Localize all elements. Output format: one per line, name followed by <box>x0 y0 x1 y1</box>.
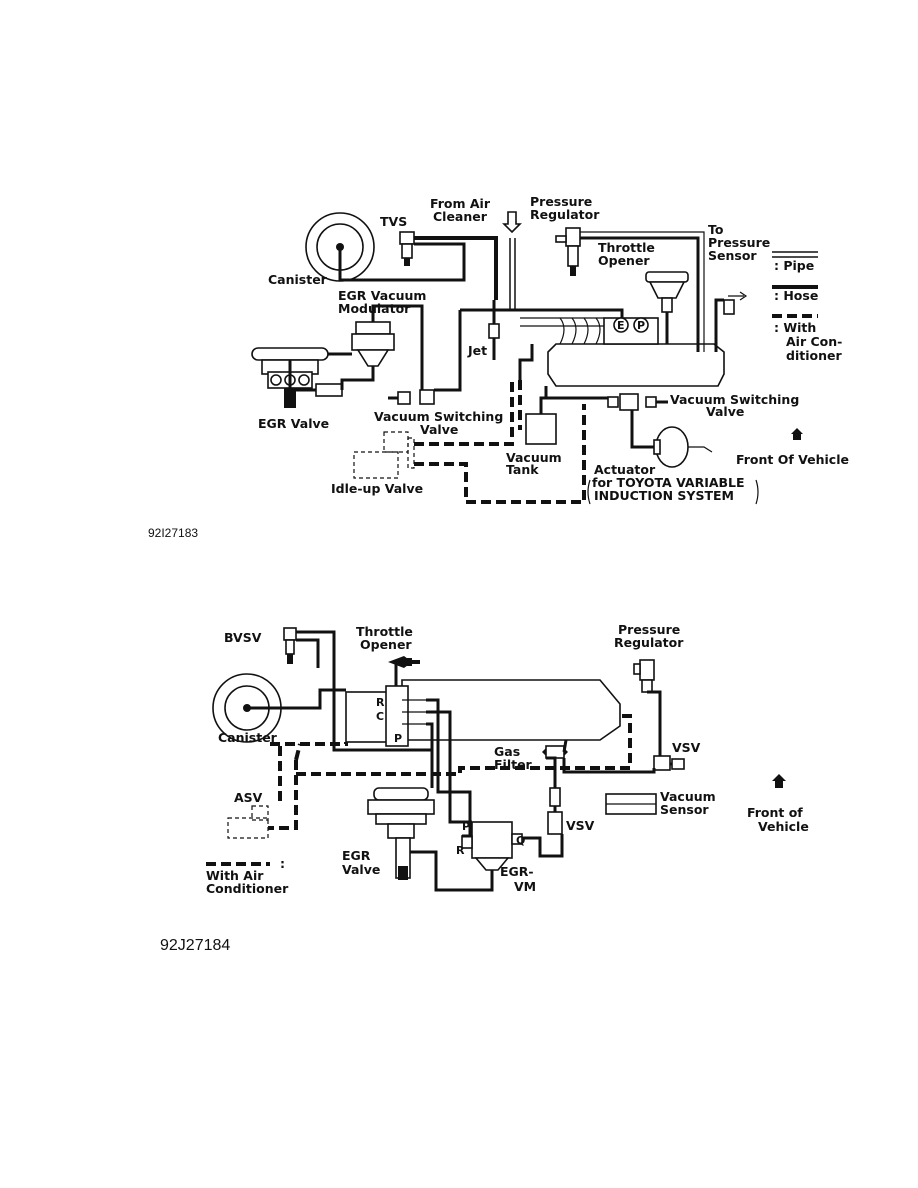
throttle-opener-label-1: Throttle <box>598 240 655 255</box>
throttle-opener2-label-2: Opener <box>360 637 412 652</box>
port-p-label-2: P <box>394 732 402 745</box>
egr-vm-2: P Q R <box>456 820 525 871</box>
pressure-regulator-label-2: Regulator <box>530 207 600 222</box>
tvs-component <box>399 231 415 266</box>
legend-ac-label-3: ditioner <box>786 348 842 363</box>
egr-vm-label-2: Modulator <box>338 301 411 316</box>
to-pressure-sensor-label-3: Sensor <box>708 248 757 263</box>
gas-filter-label-1: Gas <box>494 744 520 759</box>
port-p-label: P <box>637 319 645 332</box>
pressure-regulator2-label-2: Regulator <box>614 635 684 650</box>
jet-label: Jet <box>467 343 487 358</box>
filter-component-1 <box>315 383 343 397</box>
from-air-label-1: From Air <box>430 196 491 211</box>
hose-arrow-icon <box>728 291 748 301</box>
throttle-opener-1 <box>645 271 689 313</box>
bvsv-component <box>283 627 297 664</box>
egr-valve2-label-1: EGR <box>342 848 371 863</box>
legend-1: : Pipe : Hose : With Air Con- ditioner <box>772 251 842 363</box>
egr-vm2-label-1: EGR- <box>500 864 534 879</box>
vacuum-tank-1 <box>525 413 557 445</box>
pressure-regulator-2 <box>633 659 655 693</box>
canister2-label: Canister <box>218 730 278 745</box>
diagram-2-code: 92J27184 <box>160 937 230 954</box>
vacuum-sensor-label-1: Vacuum <box>660 789 716 804</box>
front-of-vehicle2-label-1: Front of <box>747 805 803 820</box>
vsv-right2-label: VSV <box>672 740 701 755</box>
pressure-regulator-1 <box>555 227 581 276</box>
intake-manifold-1: E P <box>520 317 725 387</box>
vsv-center-label: VSV <box>566 818 595 833</box>
vacuum-tank-label-1: Vacuum <box>506 450 562 465</box>
legend-hose-label: : Hose <box>774 288 818 303</box>
vsv-left-label-1: Vacuum Switching <box>374 409 503 424</box>
from-air-label-2: Cleaner <box>433 209 488 224</box>
front-arrow-icon <box>791 428 803 440</box>
egr-vacuum-modulator-1 <box>351 321 395 367</box>
asv-label: ASV <box>234 790 263 805</box>
egr-vm-label-1: EGR Vacuum <box>338 288 426 303</box>
throttle-opener2-label-1: Throttle <box>356 624 413 639</box>
actuator-1 <box>653 426 713 468</box>
port-c-label: C <box>376 710 384 723</box>
to-pressure-sensor-label-2: Pressure <box>708 235 770 250</box>
vsv-right-label-2: Valve <box>706 404 744 419</box>
diagram-1-code: 92I27183 <box>148 526 198 540</box>
egr-valve-2 <box>367 787 435 880</box>
vacuum-tank-label-2: Tank <box>506 462 539 477</box>
actuator-label-1: Actuator <box>594 462 656 477</box>
intake-manifold-2: R C P <box>345 679 621 747</box>
legend2-ac-label-1: With Air <box>206 868 264 883</box>
front-of-vehicle-label: Front Of Vehicle <box>736 452 849 467</box>
tvs-label: TVS <box>380 214 407 229</box>
pressure-regulator-label-1: Pressure <box>530 194 592 209</box>
hoses-1 <box>288 231 724 504</box>
egrvm-q-label: Q <box>516 834 525 847</box>
diagram-1: Canister TVS From Air Cleaner Pressure R… <box>148 194 849 540</box>
legend2-ac-colon: : <box>280 856 285 871</box>
canister-label: Canister <box>268 272 328 287</box>
egrvm-p-label: P <box>462 820 470 833</box>
egr-valve2-label-2: Valve <box>342 862 380 877</box>
actuator-label-2: for TOYOTA VARIABLE <box>592 475 745 490</box>
legend-ac-label-2: Air Con- <box>786 334 842 349</box>
throttle-opener-label-2: Opener <box>598 253 650 268</box>
hoses-2 <box>247 630 672 892</box>
gas-filter-label-2: Filter <box>494 757 533 772</box>
jet-component <box>488 323 500 339</box>
egr-valve-label: EGR Valve <box>258 416 329 431</box>
port-r-label: R <box>376 696 385 709</box>
vsv-right-2 <box>653 755 685 771</box>
front-of-vehicle2-label-2: Vehicle <box>758 819 809 834</box>
legend2-ac-label-2: Conditioner <box>206 881 289 896</box>
small-fitting-1 <box>723 299 735 315</box>
to-pressure-sensor-label-1: To <box>708 222 724 237</box>
bvsv-label: BVSV <box>224 630 262 645</box>
egrvm-r-label: R <box>456 844 465 857</box>
legend-pipe-label: : Pipe <box>774 258 814 273</box>
port-e-label: E <box>617 319 625 332</box>
asv-component <box>227 805 269 839</box>
idle-up-valve-label: Idle-up Valve <box>331 481 423 496</box>
vsv-left-label-2: Valve <box>420 422 458 437</box>
vacuum-sensor-label-2: Sensor <box>660 802 709 817</box>
vsv-left-1 <box>397 389 435 405</box>
vsv-right-label-1: Vacuum Switching <box>670 392 799 407</box>
front-arrow-icon-2 <box>772 774 786 788</box>
actuator-label-3: INDUCTION SYSTEM <box>594 488 734 503</box>
egr-valve-1 <box>251 347 329 408</box>
air-flow-arrow-icon <box>502 211 522 234</box>
idle-up-valve-1 <box>353 431 415 479</box>
pressure-regulator2-label-1: Pressure <box>618 622 680 637</box>
legend-ac-label-1: : With <box>774 320 816 335</box>
throttle-opener-2 <box>388 656 420 668</box>
egr-vm2-label-2: VM <box>514 879 536 894</box>
vsv-right-1 <box>607 393 657 411</box>
diagram-2: BVSV Throttle Opener Pressure Regulator <box>160 622 809 954</box>
